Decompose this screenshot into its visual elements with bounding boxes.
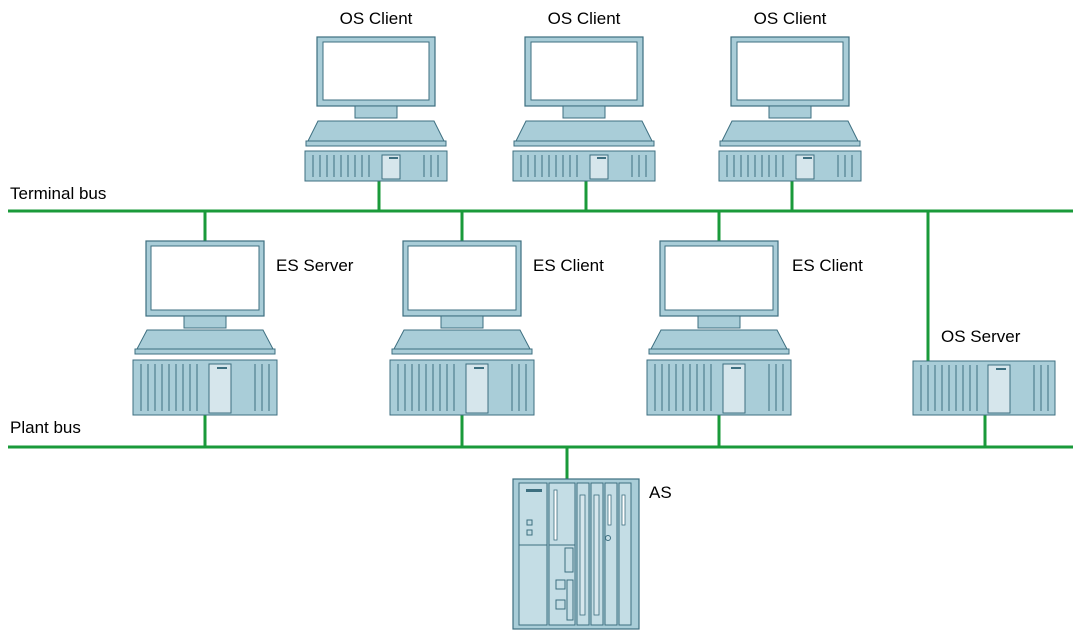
automation-system: AS [512, 478, 672, 630]
os-client-3: OS Client [718, 9, 862, 182]
os-client-2-label: OS Client [548, 9, 621, 28]
es-client-1: ES Client [389, 240, 604, 416]
es-client-1-label: ES Client [533, 256, 604, 275]
es-client-2: ES Client [646, 240, 863, 416]
plant-bus-label: Plant bus [10, 418, 81, 437]
as-label: AS [649, 483, 672, 502]
os-client-3-label: OS Client [754, 9, 827, 28]
es-server-label: ES Server [276, 256, 354, 275]
os-client-1: OS Client [304, 9, 448, 182]
terminal-bus-label: Terminal bus [10, 184, 106, 203]
os-client-2: OS Client [512, 9, 656, 182]
es-client-2-label: ES Client [792, 256, 863, 275]
bus-connectors [203, 181, 987, 479]
os-server-label: OS Server [941, 327, 1021, 346]
es-server: ES Server [132, 240, 354, 416]
os-client-1-label: OS Client [340, 9, 413, 28]
os-server: OS Server [912, 327, 1056, 416]
